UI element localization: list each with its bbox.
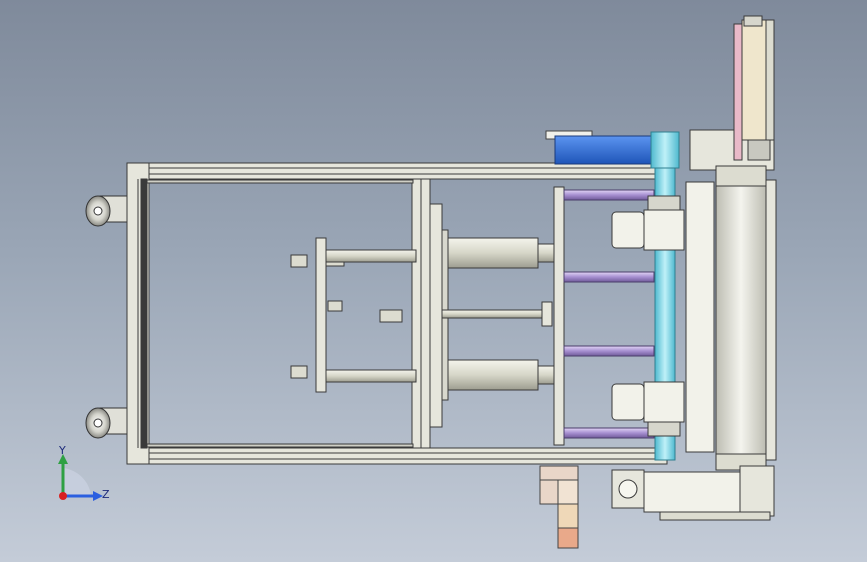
top-right-column [733,15,775,161]
axis-z-label: Z [102,488,110,501]
main-frame [126,162,668,465]
axis-origin-icon [59,492,67,500]
cylinder-assembly [290,203,557,428]
guide-rods [553,186,655,446]
caster-wheel-bottom [85,407,129,439]
triad-plane-icon [63,468,91,495]
axis-triad [58,454,103,501]
caster-wheel-top [85,195,129,227]
axis-y-label: Y [59,444,66,457]
blue-motor-housing [545,130,680,169]
main-roller [685,129,777,471]
bottom-mount-bracket [539,465,579,549]
bearing-blocks [611,195,685,437]
bottom-right-gearbox [611,465,775,521]
